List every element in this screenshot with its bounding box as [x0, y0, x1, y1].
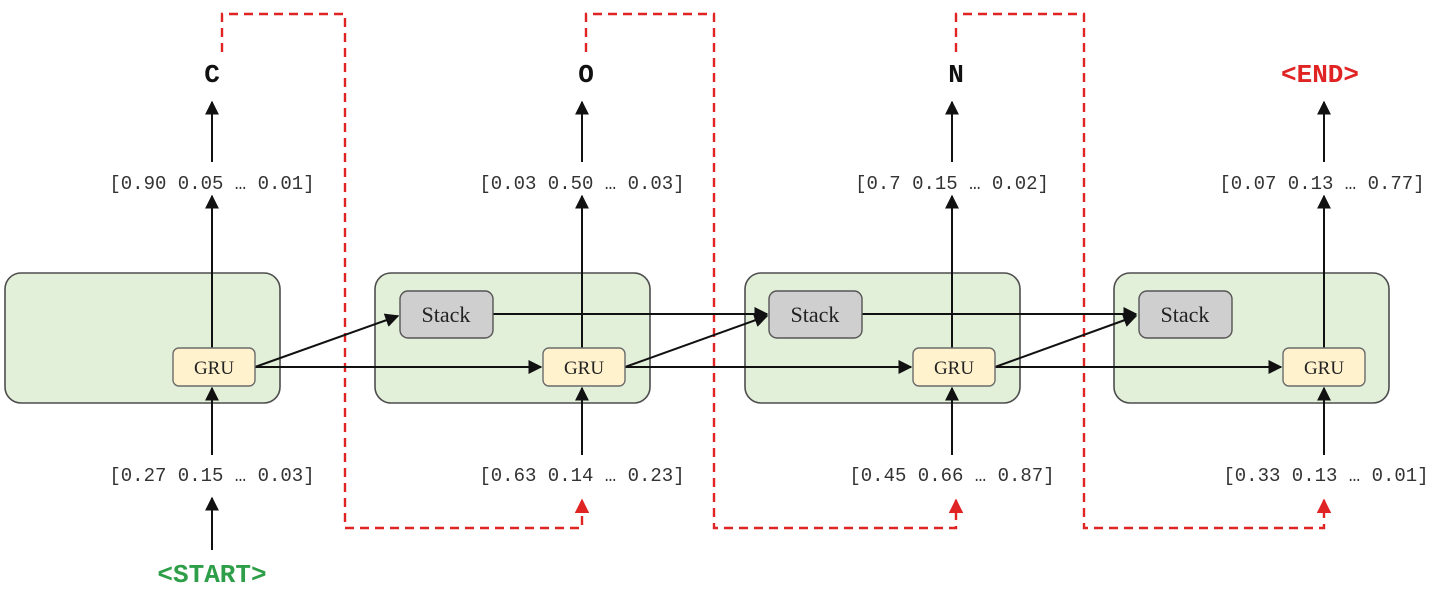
- gru-to-stack-arrow-3: [994, 313, 1138, 368]
- output-token-2: O: [578, 60, 594, 90]
- gru-to-stack-arrow-2: [624, 313, 769, 368]
- output-token-1: C: [204, 60, 220, 90]
- stack-node-4: Stack: [1138, 290, 1233, 339]
- output-vector-4: [0.07 0.13 … 0.77]: [1219, 173, 1424, 195]
- output-vector-2: [0.03 0.50 … 0.03]: [479, 173, 684, 195]
- stack-label: Stack: [422, 302, 471, 327]
- gru-node-1: GRU: [172, 347, 256, 387]
- input-vector-4: [0.33 0.13 … 0.01]: [1223, 465, 1428, 487]
- stack-label: Stack: [1161, 302, 1210, 327]
- gru-node-4: GRU: [1282, 347, 1366, 387]
- input-vector-1: [0.27 0.15 … 0.03]: [109, 465, 314, 487]
- start-token: <START>: [157, 560, 266, 590]
- gru-node-2: GRU: [542, 347, 626, 387]
- gru-label: GRU: [564, 358, 604, 379]
- output-token-4: <END>: [1281, 60, 1359, 90]
- feedback-line-1: [220, 12, 590, 530]
- gru-to-stack-arrow-1: [254, 313, 400, 368]
- stack-label: Stack: [791, 302, 840, 327]
- gru-label: GRU: [1304, 358, 1344, 379]
- gru-label: GRU: [934, 358, 974, 379]
- stack-node-2: Stack: [399, 290, 494, 339]
- output-token-3: N: [948, 60, 964, 90]
- feedback-line-2: [584, 12, 964, 530]
- gru-node-3: GRU: [912, 347, 996, 387]
- output-vector-1: [0.90 0.05 … 0.01]: [109, 173, 314, 195]
- input-vector-3: [0.45 0.66 … 0.87]: [849, 465, 1054, 487]
- output-vector-3: [0.7 0.15 … 0.02]: [855, 173, 1049, 195]
- input-vector-2: [0.63 0.14 … 0.23]: [479, 465, 684, 487]
- stack-node-3: Stack: [768, 290, 863, 339]
- feedback-line-3: [954, 12, 1332, 530]
- gru-label: GRU: [194, 358, 234, 379]
